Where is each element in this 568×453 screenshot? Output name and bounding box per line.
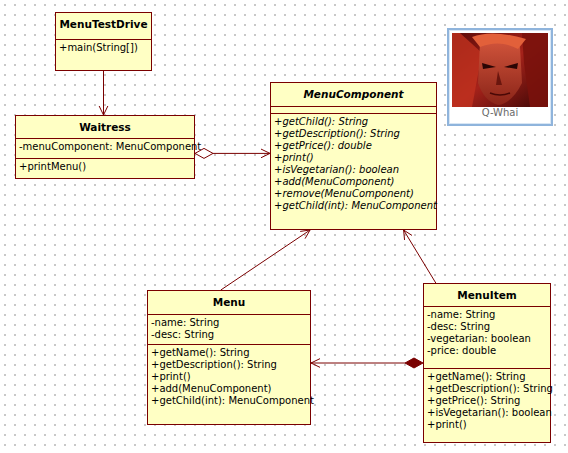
attribute-compartment: -menuComponent: MenuComponent — [16, 138, 194, 158]
avatar-card: Q-Whai — [447, 28, 553, 126]
class-operation: +add(MenuComponent) — [274, 176, 433, 188]
class-attribute: -menuComponent: MenuComponent — [19, 141, 191, 153]
attribute-compartment — [271, 106, 436, 113]
class-operation: +isVegetarian(): boolean — [427, 407, 547, 419]
class-operation: +getPrice(): String — [427, 395, 547, 407]
association-connector — [311, 358, 423, 368]
class-operation: +add(MenuComponent) — [151, 383, 307, 395]
class-operation: +getChild(): String — [274, 116, 433, 128]
waitress-class: Waitress -menuComponent: MenuComponent +pr… — [15, 115, 195, 179]
class-name: MenuItem — [427, 286, 547, 301]
association-connector — [99, 71, 108, 115]
operation-compartment: +getName(): String+getDescription(): Str… — [424, 368, 550, 442]
operation-compartment: +getName(): String+getDescription(): Str… — [148, 344, 310, 424]
class-name-compartment: Waitress — [16, 116, 194, 138]
avatar-illustration — [452, 33, 548, 107]
class-operation: +getChild(int): MenuComponent — [274, 200, 433, 212]
class-name-compartment: MenuItem — [424, 284, 550, 306]
association-connector — [195, 148, 270, 158]
class-name-compartment: MenuComponent — [271, 83, 436, 106]
class-name: MenuTestDrive — [59, 15, 148, 30]
class-name: MenuComponent — [274, 85, 433, 100]
menucomponent-class: MenuComponent +getChild(): String+getDesc… — [270, 82, 437, 230]
class-operation: +getChild(int): MenuComponent — [151, 395, 307, 407]
class-attribute: -price: double — [427, 345, 547, 357]
class-attribute: -vegetarian: boolean — [427, 333, 547, 345]
class-name: Waitress — [19, 118, 191, 133]
class-attribute: -desc: String — [427, 321, 547, 333]
class-attribute: -name: String — [427, 309, 547, 321]
association-connector — [404, 230, 436, 283]
class-attribute: +main(String[]) — [59, 42, 148, 54]
class-operation: +print() — [427, 419, 547, 431]
avatar-caption: Q-Whai — [449, 107, 551, 119]
attribute-compartment: -name: String-desc: String — [148, 314, 310, 344]
class-operation: +getName(): String — [151, 347, 307, 359]
class-operation: +isVegetarian(): boolean — [274, 164, 433, 176]
class-operation: +getName(): String — [427, 371, 547, 383]
attribute-compartment: +main(String[]) — [56, 39, 151, 70]
class-name-compartment: Menu — [148, 291, 310, 314]
class-operation: +getDescription(): String — [427, 383, 547, 395]
class-attribute: -name: String — [151, 317, 307, 329]
class-operation: +print() — [151, 371, 307, 383]
menutestdrive-class: MenuTestDrive +main(String[]) — [55, 12, 152, 71]
operation-compartment: +printMenu() — [16, 158, 194, 178]
menu-class: Menu-name: String-desc: String+getName()… — [147, 290, 311, 425]
class-operation: +remove(MenuComponent) — [274, 188, 433, 200]
attribute-compartment: -name: String-desc: String-vegetarian: b… — [424, 306, 550, 368]
class-operation: +getDescription(): String — [274, 128, 433, 140]
class-operation: +getPrice(): double — [274, 140, 433, 152]
class-name-compartment: MenuTestDrive — [56, 13, 151, 39]
operation-compartment: +getChild(): String+getDescription(): St… — [271, 113, 436, 229]
class-name: Menu — [151, 293, 307, 308]
association-connector — [221, 230, 310, 290]
class-operation: +printMenu() — [19, 161, 191, 173]
menuitem-class: MenuItem -name: String-desc: String-veget… — [423, 283, 551, 443]
class-operation: +getDescription(): String — [151, 359, 307, 371]
class-operation: +print() — [274, 152, 433, 164]
class-attribute: -desc: String — [151, 329, 307, 341]
